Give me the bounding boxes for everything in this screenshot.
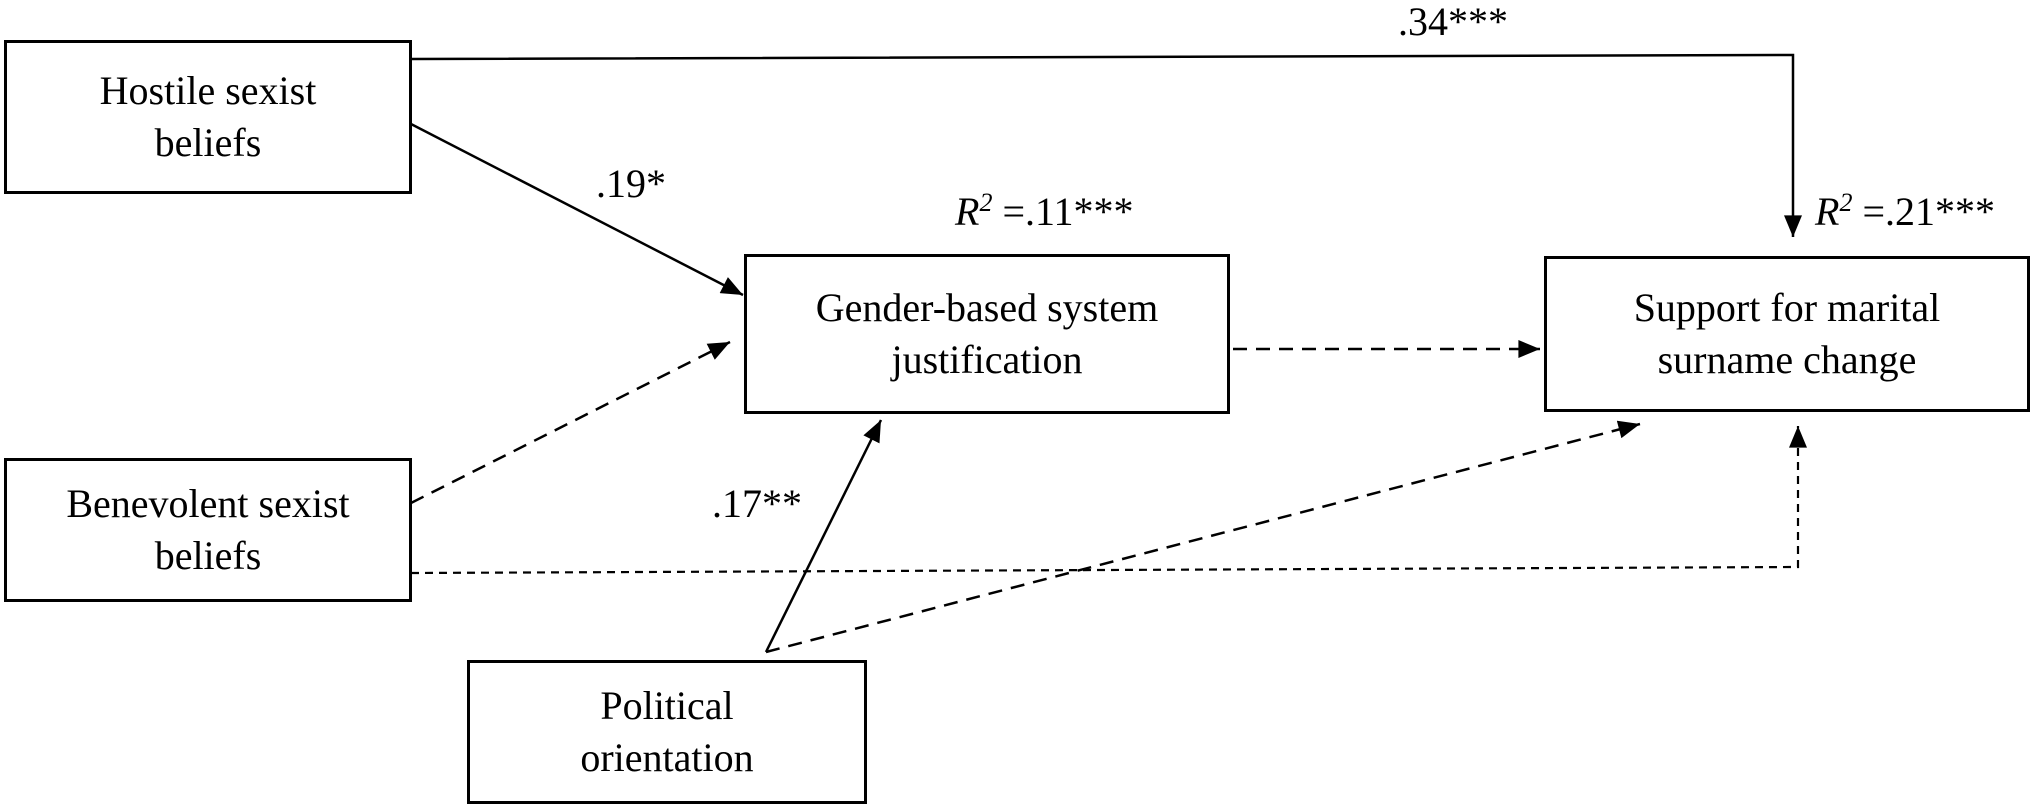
arrow-hostile-to-gbsj bbox=[410, 122, 744, 297]
coef-political-to-gbsj: .17** bbox=[712, 481, 802, 526]
arrow-political-to-gbsj bbox=[764, 419, 883, 653]
node-benevolent-sexist-beliefs: Benevolent sexist beliefs bbox=[4, 458, 412, 602]
node-surname-label: Support for marital surname change bbox=[1633, 285, 1941, 382]
r2-gbsj-value: =.11*** bbox=[992, 189, 1134, 234]
arrow-hostile-to-surname bbox=[410, 53, 1802, 237]
node-political-orientation: Political orientation bbox=[467, 660, 867, 804]
node-hostile-label: Hostile sexist beliefs bbox=[99, 68, 317, 165]
arrow-political-to-surname bbox=[765, 420, 1641, 654]
r2-surname-exponent: 2 bbox=[1839, 188, 1853, 217]
node-hostile-sexist-beliefs: Hostile sexist beliefs bbox=[4, 40, 412, 194]
r2-surname-symbol: R bbox=[1815, 189, 1840, 234]
r2-surname: R2 =.21*** bbox=[1815, 190, 1995, 234]
node-gbsj-label: Gender-based system justification bbox=[815, 285, 1159, 382]
arrow-benevolent-to-surname bbox=[410, 426, 1807, 575]
node-political-label: Political orientation bbox=[580, 683, 754, 780]
node-support-marital-surname-change: Support for marital surname change bbox=[1544, 256, 2030, 412]
r2-gbsj-exponent: 2 bbox=[979, 188, 993, 217]
r2-gbsj-symbol: R bbox=[955, 189, 980, 234]
r2-surname-value: =.21*** bbox=[1852, 189, 1995, 234]
coef-hostile-to-gbsj: .19* bbox=[596, 161, 666, 206]
coef-hostile-to-surname: .34*** bbox=[1398, 0, 1508, 44]
node-gender-based-system-justification: Gender-based system justification bbox=[744, 254, 1230, 414]
node-benevolent-label: Benevolent sexist beliefs bbox=[66, 481, 350, 578]
arrow-benevolent-to-gbsj bbox=[410, 340, 731, 505]
r2-gbsj: R2 =.11*** bbox=[955, 190, 1134, 234]
